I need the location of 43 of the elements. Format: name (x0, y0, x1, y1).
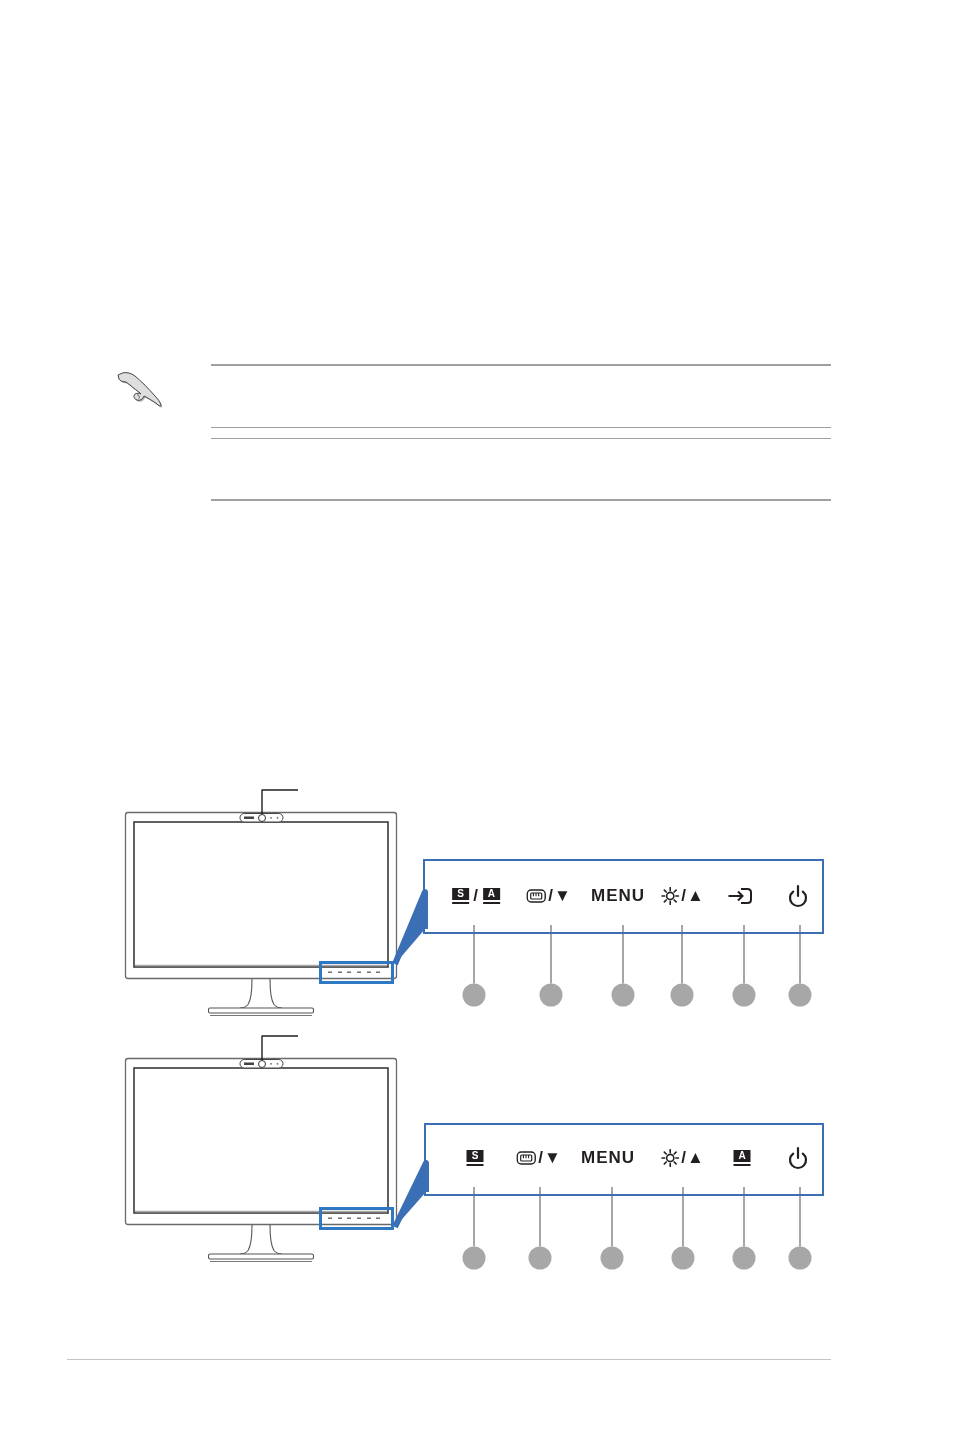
key-label: /▼ (538, 1149, 562, 1167)
mode-tile: A (733, 1150, 751, 1166)
leader-line (611, 1186, 613, 1248)
leader-line (682, 1186, 684, 1248)
key-label: /▼ (548, 887, 572, 905)
leader-line (743, 1186, 745, 1248)
leader-line (550, 924, 552, 985)
leader-line (799, 1186, 801, 1248)
webcam-lens (258, 1060, 266, 1068)
callout-circle (788, 1246, 812, 1270)
callout-circle (462, 983, 486, 1007)
callout-circle (671, 1246, 695, 1270)
menu-label: MENU (590, 887, 646, 905)
highlight-frame (319, 1207, 394, 1230)
button-panel (424, 1123, 824, 1196)
webcam-lens (258, 814, 266, 822)
mode-tile: S (466, 1150, 484, 1166)
key-label: /▲ (681, 887, 705, 905)
mode-tile: A (482, 888, 500, 904)
callout-circle (528, 1246, 552, 1270)
callout-circle (462, 1246, 486, 1270)
callout-circle (539, 983, 563, 1007)
leader-line (681, 924, 683, 985)
mode-tile: S (452, 888, 470, 904)
callout-circle (732, 983, 756, 1007)
leader-line (622, 924, 624, 985)
callout-wedge (392, 1160, 429, 1230)
callout-circle (788, 983, 812, 1007)
key-label: /▲ (681, 1149, 705, 1167)
menu-label: MENU (580, 1149, 636, 1167)
leader-line (799, 924, 801, 985)
callout-circle (732, 1246, 756, 1270)
callout-wedge (392, 889, 428, 967)
leader-line (473, 924, 475, 985)
callout-circle (600, 1246, 624, 1270)
leader-line (539, 1186, 541, 1248)
leader-line (473, 1186, 475, 1248)
separator-slash: / (473, 887, 479, 905)
callout-circle (670, 983, 694, 1007)
highlight-frame (319, 961, 394, 984)
callout-circle (611, 983, 635, 1007)
button-panel (423, 859, 824, 934)
leader-line (743, 924, 745, 985)
